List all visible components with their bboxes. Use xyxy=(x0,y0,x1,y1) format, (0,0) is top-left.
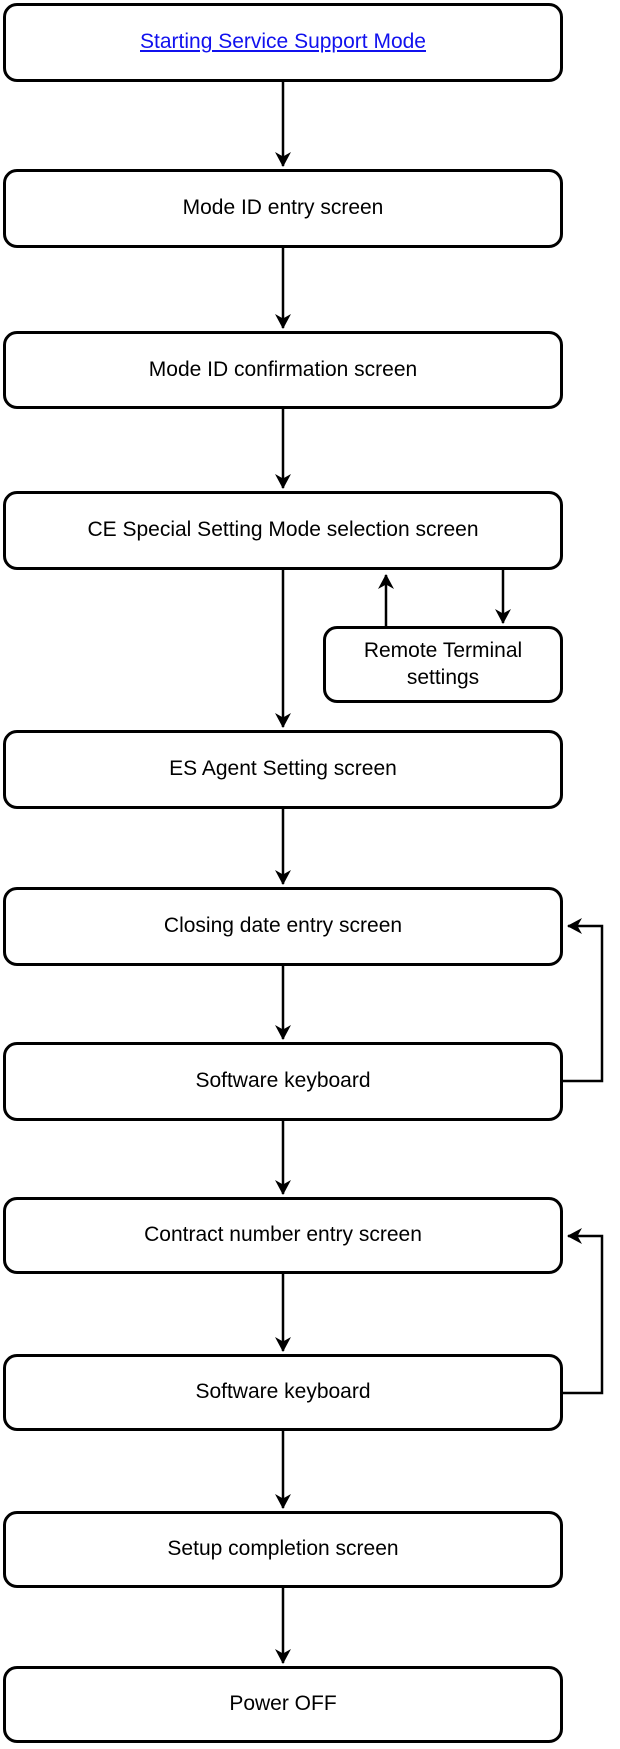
node-setup-completion: Setup completion screen xyxy=(3,1511,563,1588)
node-label: Closing date entry screen xyxy=(163,914,403,938)
node-label: Mode ID entry screen xyxy=(182,196,384,220)
edge-software-keyboard-2-return-loop xyxy=(563,1228,604,1395)
node-mode-id-confirmation: Mode ID confirmation screen xyxy=(3,331,563,409)
node-label: Contract number entry screen xyxy=(144,1223,422,1247)
node-es-agent-setting: ES Agent Setting screen xyxy=(3,730,563,809)
node-closing-date-entry: Closing date entry screen xyxy=(3,887,563,966)
start-link[interactable]: Starting Service Support Mode xyxy=(140,30,426,54)
node-software-keyboard-2: Software keyboard xyxy=(3,1354,563,1431)
node-label: Power OFF xyxy=(229,1692,337,1716)
node-label: Software keyboard xyxy=(195,1069,371,1093)
node-label: Remote Terminal settings xyxy=(363,639,523,689)
node-power-off: Power OFF xyxy=(3,1666,563,1743)
node-ce-special-setting: CE Special Setting Mode selection screen xyxy=(3,491,563,570)
node-software-keyboard-1: Software keyboard xyxy=(3,1042,563,1121)
node-contract-number-entry: Contract number entry screen xyxy=(3,1197,563,1274)
node-start: Starting Service Support Mode xyxy=(3,3,563,82)
node-label: Software keyboard xyxy=(195,1380,371,1404)
node-label: Setup completion screen xyxy=(167,1537,399,1561)
node-remote-terminal: Remote Terminal settings xyxy=(323,626,563,703)
node-label: ES Agent Setting screen xyxy=(169,757,397,781)
edge-software-keyboard-1-return-loop xyxy=(563,918,604,1083)
node-label: CE Special Setting Mode selection screen xyxy=(87,518,479,542)
node-label: Mode ID confirmation screen xyxy=(148,357,418,381)
node-mode-id-entry: Mode ID entry screen xyxy=(3,169,563,248)
